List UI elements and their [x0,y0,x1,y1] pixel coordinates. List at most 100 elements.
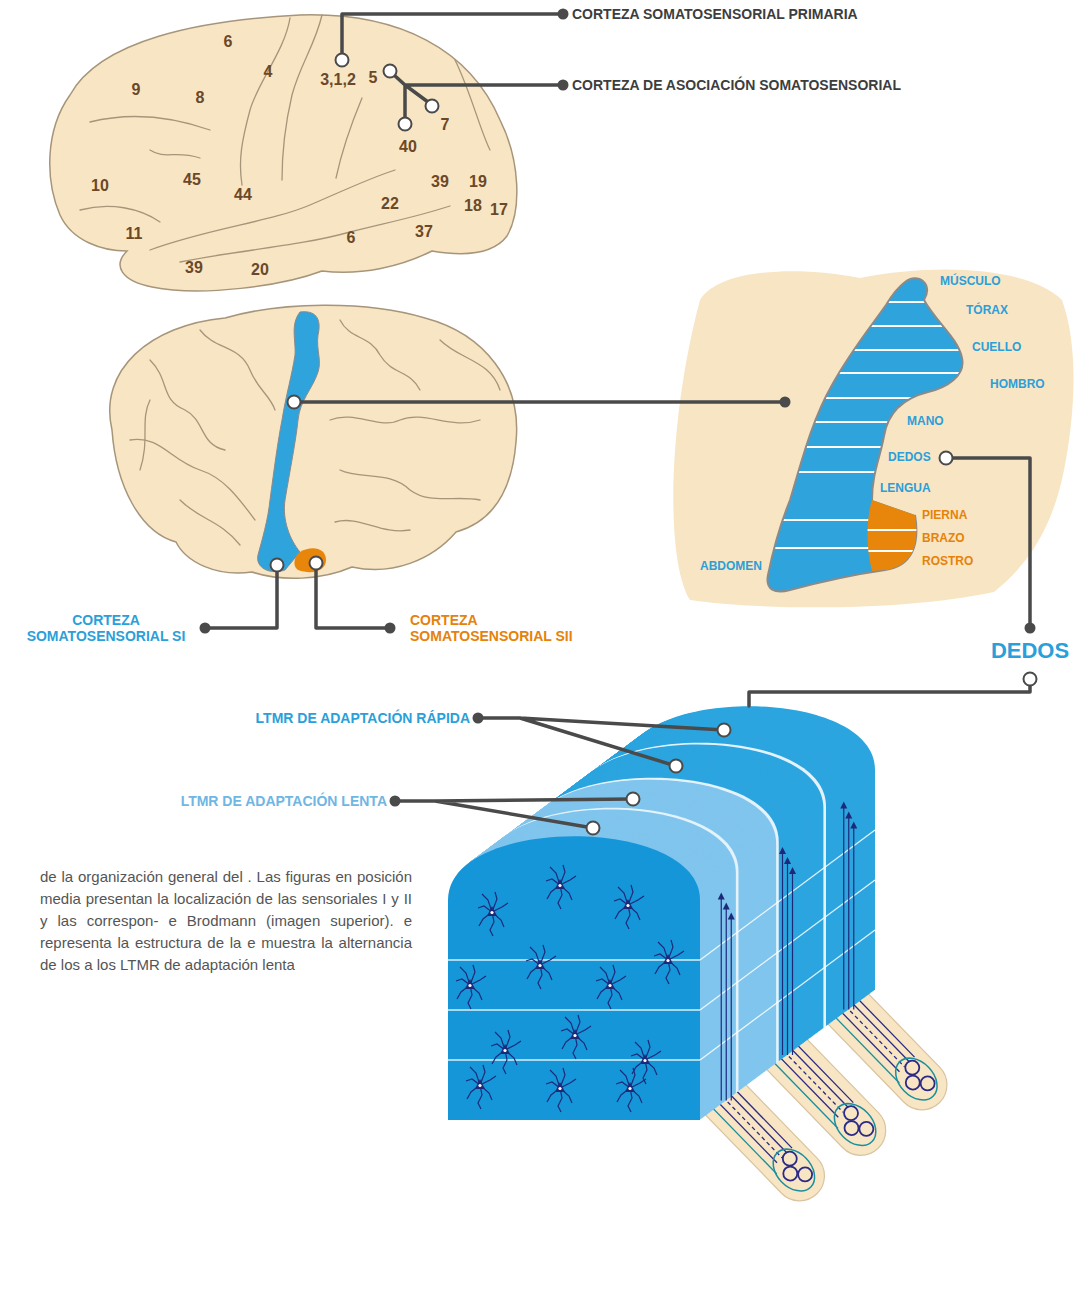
label-box: LTMR DE ADAPTACIÓN LENTA [181,793,387,809]
label-box: CORTEZA SOMATOSENSORIAL SII [410,612,590,644]
soma [555,1082,565,1092]
map-stripe [850,529,930,531]
nucleus [558,1087,561,1090]
si-region [258,312,320,572]
body-part-label: HOMBRO [990,378,1045,392]
nucleus [503,1049,506,1052]
soma [487,906,497,916]
brodmann-number: 7 [441,116,450,134]
brain-surface [110,305,517,578]
brain-lateral [50,15,517,291]
cortex-slice [449,836,701,1120]
sii-patch [868,500,917,571]
leader-lines [205,14,1030,828]
leader-ring [718,724,731,737]
body-part-label: TÓRAX [966,304,1008,318]
soma [500,1044,510,1054]
receptor [841,1103,861,1123]
body-part-label: DEDOS [888,451,931,465]
gyrus-line [330,417,480,423]
label-box: 7 [441,116,450,134]
label-box: MÚSCULO [940,275,1001,289]
axon [787,862,788,1055]
receptor [903,1073,923,1093]
brodmann-number: 4 [264,63,273,81]
dendrite [505,1041,521,1050]
leader-ring [940,452,953,465]
layer-line [448,1009,700,1010]
body-part-label: ABDOMEN [700,560,762,574]
brodmann-number: 39 [185,259,203,277]
receptor [918,1074,938,1094]
leader-line [316,563,390,628]
leader-ring [399,118,412,131]
leader-line [342,14,563,54]
leader-line [394,75,563,118]
sulcus [336,98,362,178]
leader-line [294,400,785,404]
dendrite [630,1079,646,1088]
soma [723,903,730,910]
neuron [526,945,556,989]
brain-outline [110,305,517,578]
label-box: 20 [251,261,269,279]
dendrite [628,896,644,905]
label-box: CORTEZA SOMATOSENSORIAL SI [16,612,196,644]
body-part-label: MANO [907,415,944,429]
leader-dot [385,623,396,634]
body-part-label: MÚSCULO [940,275,1001,289]
nucleus [490,911,493,914]
soma [845,812,852,819]
brodmann-number: 5 [369,69,378,87]
brodmann-number: 3,1,2 [320,71,356,89]
dendrite [480,1076,496,1085]
nucleus [558,884,561,887]
label-box: DEDOS [888,451,931,465]
neuron [491,1030,521,1074]
neuron [616,1068,646,1112]
soma [789,867,796,874]
neuron [631,1040,661,1084]
nucleus [628,1087,631,1090]
sulcus [80,206,160,222]
gyrus-line [340,470,480,500]
leader-dots [200,9,1036,807]
neuron [561,1015,591,1059]
label-box: 44 [234,186,252,204]
gyrus-line [340,320,420,390]
nucleus [468,984,471,987]
label-box: 5 [369,69,378,87]
soma [850,822,857,829]
label-box: 37 [415,223,433,241]
label-box: CORTEZA SOMATOSENSORIAL PRIMARIA [572,6,858,22]
brodmann-number: 22 [381,195,399,213]
brodmann-number: 40 [399,138,417,156]
leader-ring [288,396,301,409]
soma [605,979,615,989]
leader-line [205,565,277,628]
map-stripe [760,372,990,374]
brodmann-number: 18 [464,197,482,215]
nucleus [626,904,629,907]
brodmann-number: 6 [347,229,356,247]
map-stripe [760,325,990,327]
sulcus [150,150,200,158]
brain-outline [50,15,517,291]
region-label: CORTEZA SOMATOSENSORIAL SII [410,612,590,644]
soma [663,954,673,964]
label-box: HOMBRO [990,378,1045,392]
receptor-label: LTMR DE ADAPTACIÓN RÁPIDA [256,710,470,726]
leader-dot [780,397,791,408]
neuron [478,892,508,936]
front-face [448,836,700,1120]
sulcus [150,170,395,250]
leader-ring [426,100,439,113]
label-box: 22 [381,195,399,213]
brodmann-number: 44 [234,186,252,204]
soma [718,893,725,900]
leader-ring [1024,673,1037,686]
region-label: CORTEZA SOMATOSENSORIAL SI [16,612,196,644]
sulcus [455,60,490,150]
leader-ring [384,65,397,78]
